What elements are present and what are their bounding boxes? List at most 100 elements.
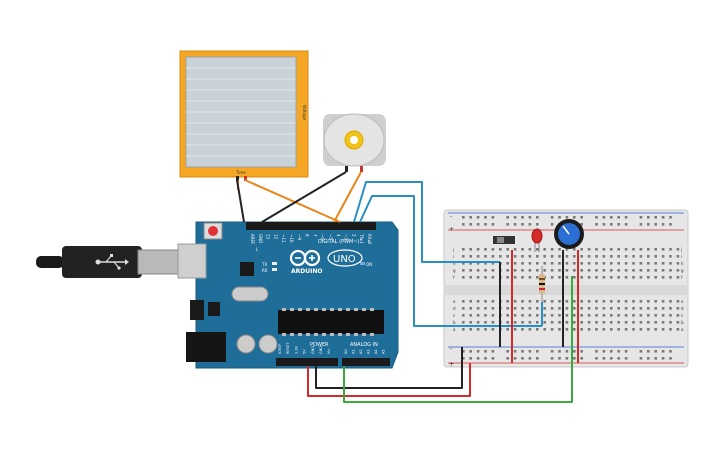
- breadboard-hole[interactable]: [565, 255, 569, 258]
- breadboard-hole[interactable]: [528, 262, 532, 265]
- breadboard-hole[interactable]: [647, 300, 650, 303]
- breadboard-hole[interactable]: [647, 262, 650, 265]
- breadboard-hole[interactable]: [513, 321, 517, 324]
- breadboard-hole[interactable]: [550, 300, 554, 303]
- breadboard-hole[interactable]: [587, 262, 591, 265]
- breadboard-hole[interactable]: [595, 269, 598, 272]
- breadboard-hole[interactable]: [573, 357, 576, 360]
- breadboard-hole[interactable]: [661, 357, 665, 360]
- breadboard-hole[interactable]: [654, 314, 657, 317]
- breadboard-hole[interactable]: [491, 300, 495, 303]
- breadboard-hole[interactable]: [647, 269, 650, 272]
- breadboard-hole[interactable]: [610, 216, 613, 219]
- breadboard-hole[interactable]: [536, 262, 539, 265]
- dc-motor[interactable]: [323, 113, 386, 172]
- breadboard-hole[interactable]: [558, 216, 561, 219]
- breadboard-hole[interactable]: [506, 357, 509, 360]
- breadboard-hole[interactable]: [573, 350, 576, 353]
- breadboard-hole[interactable]: [639, 216, 643, 219]
- breadboard-hole[interactable]: [521, 276, 524, 279]
- breadboard-hole[interactable]: [595, 248, 598, 251]
- breadboard-hole[interactable]: [647, 276, 650, 279]
- breadboard-hole[interactable]: [469, 262, 472, 265]
- breadboard-hole[interactable]: [528, 269, 532, 272]
- breadboard-hole[interactable]: [491, 216, 495, 219]
- breadboard-hole[interactable]: [573, 248, 576, 251]
- breadboard-hole[interactable]: [639, 328, 643, 331]
- breadboard-hole[interactable]: [602, 328, 606, 331]
- breadboard-hole[interactable]: [528, 307, 532, 310]
- breadboard-hole[interactable]: [610, 276, 613, 279]
- breadboard-hole[interactable]: [536, 269, 539, 272]
- breadboard-hole[interactable]: [580, 223, 583, 226]
- breadboard-hole[interactable]: [661, 350, 665, 353]
- breadboard-hole[interactable]: [528, 328, 532, 331]
- breadboard-hole[interactable]: [484, 300, 487, 303]
- breadboard-hole[interactable]: [595, 357, 598, 360]
- breadboard-hole[interactable]: [669, 255, 672, 258]
- breadboard-hole[interactable]: [528, 255, 532, 258]
- slide-switch[interactable]: [493, 236, 515, 244]
- breadboard-hole[interactable]: [580, 276, 583, 279]
- breadboard-hole[interactable]: [550, 321, 554, 324]
- breadboard-hole[interactable]: [647, 357, 650, 360]
- breadboard-hole[interactable]: [661, 255, 665, 258]
- breadboard-hole[interactable]: [610, 269, 613, 272]
- breadboard-hole[interactable]: [647, 314, 650, 317]
- breadboard-hole[interactable]: [632, 262, 635, 265]
- breadboard-hole[interactable]: [661, 216, 665, 219]
- breadboard-hole[interactable]: [669, 300, 672, 303]
- breadboard-hole[interactable]: [469, 300, 472, 303]
- breadboard-hole[interactable]: [624, 307, 628, 310]
- breadboard-hole[interactable]: [587, 307, 591, 310]
- breadboard-hole[interactable]: [521, 255, 524, 258]
- breadboard-hole[interactable]: [513, 357, 517, 360]
- breadboard-hole[interactable]: [476, 255, 480, 258]
- resistor[interactable]: [539, 266, 545, 302]
- breadboard-hole[interactable]: [573, 307, 576, 310]
- breadboard-hole[interactable]: [558, 350, 561, 353]
- breadboard-hole[interactable]: [647, 216, 650, 219]
- breadboard-hole[interactable]: [565, 357, 569, 360]
- breadboard-hole[interactable]: [610, 350, 613, 353]
- breadboard-hole[interactable]: [528, 350, 532, 353]
- breadboard-hole[interactable]: [462, 314, 465, 317]
- breadboard-hole[interactable]: [595, 307, 598, 310]
- breadboard-hole[interactable]: [624, 255, 628, 258]
- breadboard-hole[interactable]: [536, 223, 539, 226]
- breadboard-hole[interactable]: [476, 262, 480, 265]
- breadboard-hole[interactable]: [476, 276, 480, 279]
- breadboard-hole[interactable]: [661, 276, 665, 279]
- oscilloscope[interactable]: Time Voltage: [179, 50, 309, 181]
- breadboard-hole[interactable]: [610, 314, 613, 317]
- breadboard-hole[interactable]: [521, 350, 524, 353]
- breadboard-hole[interactable]: [491, 321, 495, 324]
- breadboard-hole[interactable]: [462, 262, 465, 265]
- breadboard-hole[interactable]: [491, 307, 495, 310]
- breadboard-hole[interactable]: [491, 248, 495, 251]
- breadboard-hole[interactable]: [573, 314, 576, 317]
- breadboard-hole[interactable]: [647, 350, 650, 353]
- breadboard-hole[interactable]: [484, 307, 487, 310]
- breadboard-hole[interactable]: [602, 300, 606, 303]
- breadboard-hole[interactable]: [550, 216, 554, 219]
- breadboard-hole[interactable]: [536, 248, 539, 251]
- breadboard-hole[interactable]: [580, 328, 583, 331]
- breadboard-hole[interactable]: [469, 307, 472, 310]
- breadboard-hole[interactable]: [469, 269, 472, 272]
- breadboard-hole[interactable]: [617, 223, 620, 226]
- breadboard-hole[interactable]: [654, 307, 657, 310]
- breadboard-hole[interactable]: [491, 357, 495, 360]
- breadboard-hole[interactable]: [550, 223, 554, 226]
- breadboard-hole[interactable]: [513, 255, 517, 258]
- breadboard-hole[interactable]: [587, 276, 591, 279]
- breadboard-hole[interactable]: [476, 223, 480, 226]
- breadboard-hole[interactable]: [676, 262, 680, 265]
- breadboard-hole[interactable]: [528, 216, 532, 219]
- breadboard-hole[interactable]: [587, 255, 591, 258]
- breadboard-hole[interactable]: [476, 216, 480, 219]
- breadboard-hole[interactable]: [528, 223, 532, 226]
- breadboard-hole[interactable]: [580, 269, 583, 272]
- breadboard-hole[interactable]: [462, 350, 465, 353]
- breadboard-hole[interactable]: [654, 321, 657, 324]
